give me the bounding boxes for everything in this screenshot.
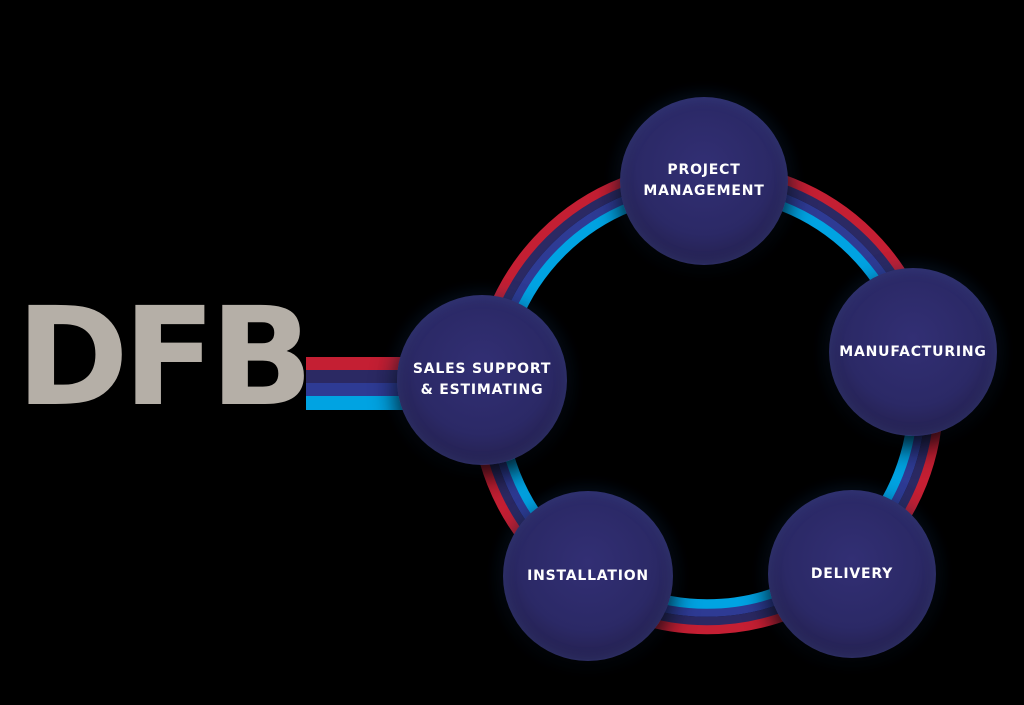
dfb-logo: DFB — [16, 279, 313, 437]
cycle-node-delivery: DELIVERY — [768, 490, 936, 658]
cycle-node-installation: INSTALLATION — [503, 491, 673, 661]
cycle-node-label: MANUFACTURING — [839, 343, 987, 360]
cycle-node-project-management: PROJECT MANAGEMENT — [620, 97, 788, 265]
cycle-node-label: SALES SUPPORT & ESTIMATING — [412, 361, 552, 398]
cycle-node-sales-support-estimating: SALES SUPPORT & ESTIMATING — [397, 295, 567, 465]
cycle-node-manufacturing: MANUFACTURING — [829, 268, 997, 436]
cycle-node-label: PROJECT MANAGEMENT — [643, 162, 765, 199]
cycle-node-label: INSTALLATION — [527, 567, 649, 584]
cycle-node-label: DELIVERY — [810, 565, 894, 582]
